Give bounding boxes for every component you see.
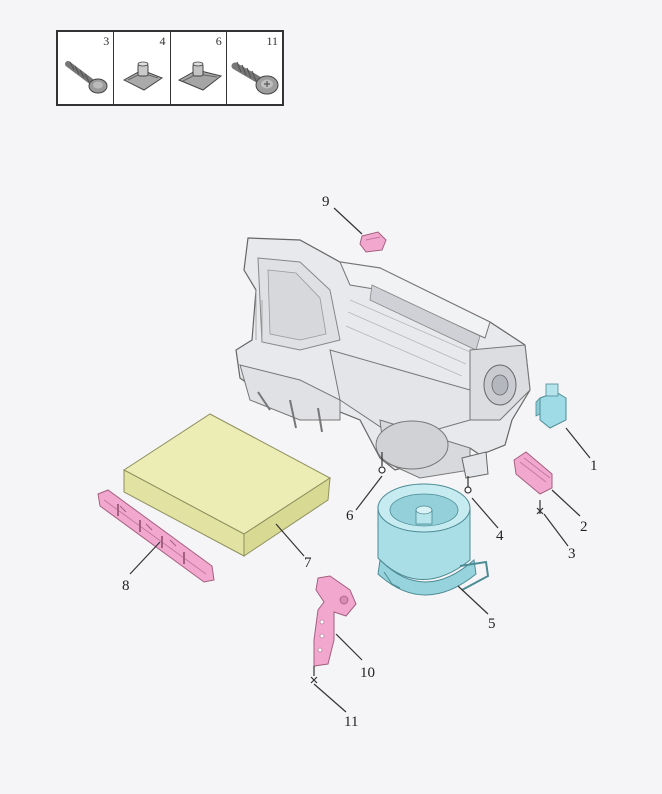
- callout-10: 10: [360, 665, 375, 681]
- legend-number: 3: [103, 34, 110, 48]
- legend-cell-clip-nut-4: 4: [114, 32, 171, 104]
- fastener-legend: 3 4 6 11: [56, 30, 284, 106]
- callout-1: 1: [590, 458, 598, 474]
- legend-number: 4: [159, 34, 166, 48]
- mounting-bracket: [313, 575, 357, 667]
- clip-nut-icon: [177, 61, 222, 91]
- callout-4: 4: [496, 528, 504, 544]
- legend-cell-clip-nut-6: 6: [171, 32, 227, 104]
- legend-cell-flange-screw: 11: [227, 32, 282, 104]
- clip-nut-icon: [123, 61, 164, 91]
- cabin-filter: [123, 413, 331, 557]
- callout-2: 2: [580, 519, 588, 535]
- blower-motor: [377, 483, 490, 596]
- filter-frame: [97, 489, 215, 583]
- screw-icon: [65, 61, 108, 94]
- blower-resistor: [513, 451, 553, 495]
- actuator: [535, 383, 567, 429]
- legend-cell-screw: 3: [58, 32, 115, 104]
- legend-number: 6: [215, 34, 222, 48]
- connector-part: [359, 231, 387, 253]
- hvac-housing: [235, 237, 531, 479]
- callout-7: 7: [304, 555, 312, 571]
- leader-lines: [129, 207, 591, 713]
- callout-9: 9: [322, 194, 330, 210]
- flange-screw-icon: [231, 61, 279, 95]
- callout-11: 11: [344, 714, 358, 730]
- callout-8: 8: [122, 578, 130, 594]
- legend-number: 11: [266, 34, 278, 48]
- callout-5: 5: [488, 616, 496, 632]
- callout-6: 6: [346, 508, 354, 524]
- callout-3: 3: [568, 546, 576, 562]
